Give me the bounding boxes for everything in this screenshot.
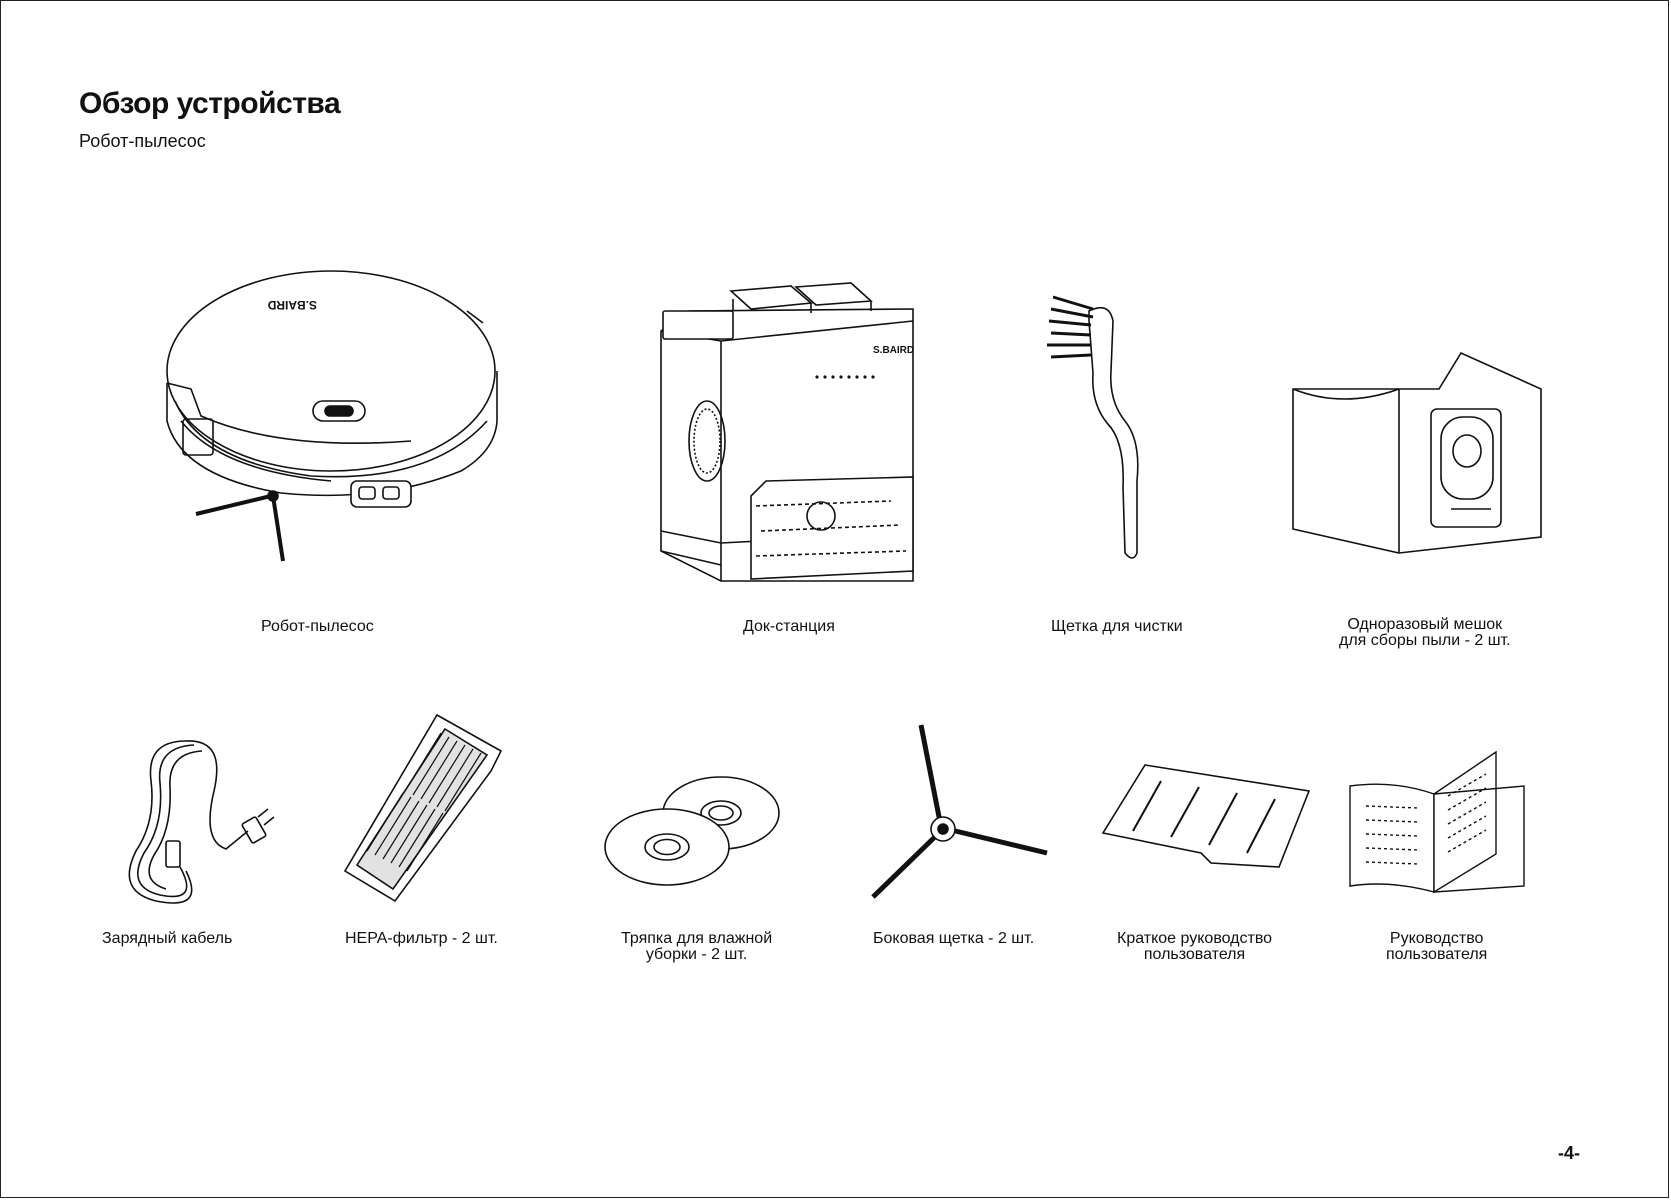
page-title: Обзор устройства (79, 87, 340, 121)
user-manual-icon (1346, 746, 1526, 951)
mop-pads-label: Тряпка для влажной уборки - 2 шт. (621, 931, 772, 963)
quick-guide-label-line2: пользователя (1117, 947, 1272, 963)
mop-pads-label-line2: уборки - 2 шт. (621, 947, 772, 963)
page-number: -4- (1558, 1143, 1580, 1164)
charging-cable-icon (96, 721, 276, 951)
charging-cable-label: Зарядный кабель (102, 931, 232, 947)
dust-bag-label: Одноразовый мешок для сборы пыли - 2 шт. (1339, 617, 1511, 649)
item-mop-pads: Тряпка для влажной уборки - 2 шт. (601, 771, 801, 951)
item-charging-cable: Зарядный кабель (96, 721, 276, 951)
user-manual-label-line1: Руководство (1386, 931, 1487, 947)
dock-station-label: Док-станция (743, 619, 835, 635)
hepa-filter-icon (341, 711, 521, 951)
robot-vacuum-icon: S.BAIRD (161, 271, 511, 581)
robot-vacuum-label: Робот-пылесос (261, 619, 374, 635)
item-dock-station: S.BAIRD Док-станция (651, 281, 921, 581)
item-side-brush: Боковая щетка - 2 шт. (861, 721, 1061, 951)
page-subtitle: Робот-пылесос (79, 131, 206, 152)
mop-pads-label-line1: Тряпка для влажной (621, 931, 772, 947)
quick-guide-icon (1101, 761, 1321, 951)
quick-guide-label: Краткое руководство пользователя (1117, 931, 1272, 963)
dust-bag-label-line1: Одноразовый мешок (1339, 617, 1511, 633)
dust-bag-label-line2: для сборы пыли - 2 шт. (1339, 633, 1511, 649)
quick-guide-label-line1: Краткое руководство (1117, 931, 1272, 947)
item-dust-bag: Одноразовый мешок для сборы пыли - 2 шт. (1291, 351, 1551, 581)
item-hepa-filter: HEPA-фильтр - 2 шт. (341, 711, 521, 951)
dust-bag-icon (1291, 351, 1551, 581)
cleaning-brush-label: Щетка для чистки (1051, 619, 1183, 635)
item-user-manual: Руководство пользователя (1346, 746, 1526, 951)
item-robot-vacuum: S.BAIRD Робот-пылесос (161, 271, 511, 581)
svg-text:S.BAIRD: S.BAIRD (267, 298, 317, 312)
mop-pad-icon (601, 771, 801, 951)
hepa-filter-label: HEPA-фильтр - 2 шт. (345, 931, 498, 947)
side-brush-icon (861, 721, 1061, 951)
item-quick-guide: Краткое руководство пользователя (1101, 761, 1321, 951)
user-manual-label-line2: пользователя (1386, 947, 1487, 963)
user-manual-label: Руководство пользователя (1386, 931, 1487, 963)
item-cleaning-brush: Щетка для чистки (1041, 291, 1201, 581)
dock-station-icon: S.BAIRD (651, 281, 921, 581)
cleaning-brush-icon (1041, 291, 1201, 581)
svg-text:S.BAIRD: S.BAIRD (873, 345, 914, 356)
side-brush-label: Боковая щетка - 2 шт. (873, 931, 1034, 947)
